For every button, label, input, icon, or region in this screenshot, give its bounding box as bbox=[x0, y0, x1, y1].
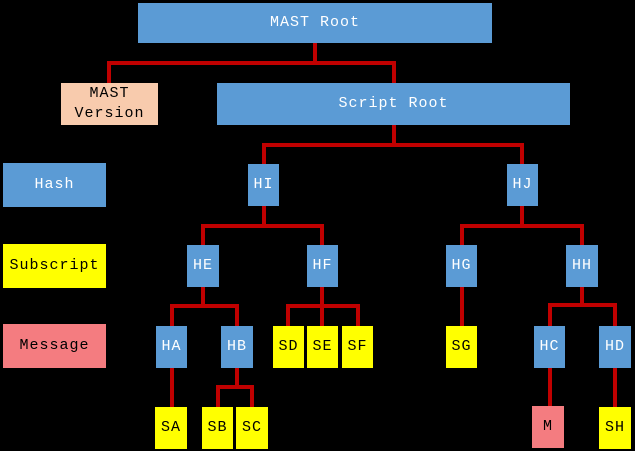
node-ha: HA bbox=[156, 326, 187, 368]
node-mast-version: MAST Version bbox=[61, 83, 158, 125]
edge-he-drop bbox=[201, 224, 205, 245]
node-hb: HB bbox=[221, 326, 253, 368]
edge-sh-drop bbox=[613, 368, 617, 407]
edge-sf-drop bbox=[356, 304, 360, 326]
edge-he-stem bbox=[201, 287, 205, 308]
edge-hf-drop bbox=[320, 224, 324, 245]
edge-hh-bar bbox=[548, 303, 617, 307]
node-sa: SA bbox=[155, 407, 187, 449]
node-sc: SC bbox=[236, 407, 268, 449]
edge-ha-drop bbox=[170, 304, 174, 326]
node-sh: SH bbox=[599, 407, 631, 449]
edge-hi-bar bbox=[201, 224, 324, 228]
edge-mast-root-bar bbox=[107, 61, 396, 65]
edge-m-drop bbox=[548, 368, 552, 406]
edge-script-root-drop bbox=[392, 61, 396, 83]
edge-script-root-stem bbox=[392, 125, 396, 145]
node-hj: HJ bbox=[507, 164, 538, 206]
edge-hb-drop bbox=[235, 304, 239, 326]
edge-script-root-bar bbox=[262, 143, 524, 147]
node-hd: HD bbox=[599, 326, 631, 368]
edge-hb-bar bbox=[216, 385, 254, 389]
legend-message: Message bbox=[3, 324, 106, 368]
edge-hj-bar bbox=[460, 224, 584, 228]
edge-hb-stem bbox=[235, 368, 239, 389]
node-sb: SB bbox=[202, 407, 233, 449]
edge-sg-drop bbox=[460, 287, 464, 326]
node-sg: SG bbox=[446, 326, 477, 368]
legend-subscript: Subscript bbox=[3, 244, 106, 288]
edge-hc-drop bbox=[548, 303, 552, 326]
node-sf: SF bbox=[342, 326, 373, 368]
node-se: SE bbox=[307, 326, 338, 368]
edge-hj-drop bbox=[520, 143, 524, 164]
node-hh: HH bbox=[566, 245, 598, 287]
legend-hash: Hash bbox=[3, 163, 106, 207]
edge-hh-drop bbox=[580, 224, 584, 245]
node-hc: HC bbox=[534, 326, 565, 368]
edge-he-bar bbox=[170, 304, 239, 308]
edge-hj-stem bbox=[520, 206, 524, 228]
edge-sc-drop bbox=[250, 385, 254, 407]
edge-hf-bar bbox=[286, 304, 360, 308]
node-hg: HG bbox=[446, 245, 477, 287]
edge-sa-drop bbox=[170, 368, 174, 407]
node-he: HE bbox=[187, 245, 219, 287]
edge-hi-drop bbox=[262, 143, 266, 164]
edge-hi-stem bbox=[262, 206, 266, 228]
node-hf: HF bbox=[307, 245, 338, 287]
edge-sd-drop bbox=[286, 304, 290, 326]
edge-mast-root-stem bbox=[313, 43, 317, 63]
node-m: M bbox=[532, 406, 564, 448]
edge-sb-drop bbox=[216, 385, 220, 407]
edge-hd-drop bbox=[613, 303, 617, 326]
node-script-root: Script Root bbox=[217, 83, 570, 125]
edge-hg-drop bbox=[460, 224, 464, 245]
node-mast-root: MAST Root bbox=[138, 3, 492, 43]
edge-mast-version-drop bbox=[107, 61, 111, 83]
node-sd: SD bbox=[273, 326, 304, 368]
edge-hh-stem bbox=[580, 287, 584, 307]
node-hi: HI bbox=[248, 164, 279, 206]
